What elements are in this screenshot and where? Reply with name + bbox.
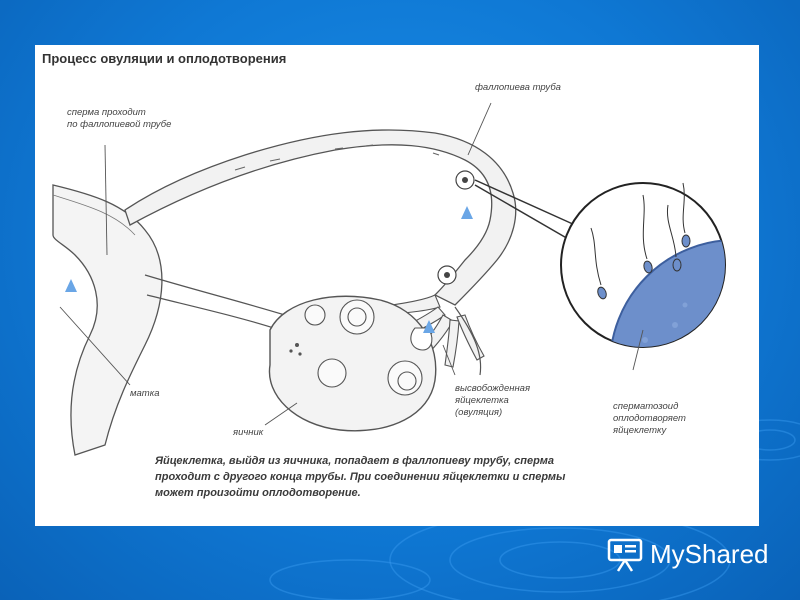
label-released-egg-line3: (овуляция) xyxy=(455,407,503,418)
ovary-shape xyxy=(268,295,437,432)
label-uterus: матка xyxy=(130,388,160,399)
myshared-logo[interactable]: MyShared xyxy=(606,534,769,574)
label-sperm-passes-line1: сперма проходит xyxy=(67,107,146,118)
ovulation-diagram xyxy=(52,102,726,456)
label-sperm-fertilizes-line3: яйцеклетку xyxy=(613,425,667,436)
caption-line1: Яйцеклетка, выйдя из яичника, попадает в… xyxy=(155,455,554,467)
caption-line2: проходит с другого конца трубы. При соед… xyxy=(155,471,566,483)
brand-name: MyShared xyxy=(650,538,769,569)
egg-surface xyxy=(609,239,725,347)
diagram-title: Процесс овуляции и оплодотворения xyxy=(42,51,287,66)
caption-line3: может произойти оплодотворение. xyxy=(155,487,361,499)
sperm-cells xyxy=(590,182,691,300)
label-released-egg-line1: высвобожденная xyxy=(455,383,531,394)
label-sperm-fertilizes-line2: оплодотворяет xyxy=(613,413,686,424)
label-released-egg-line2: яйцеклетка xyxy=(455,395,509,406)
presentation-board-icon xyxy=(607,538,643,572)
diagram-caption: Яйцеклетка, выйдя из яичника, попадает в… xyxy=(155,453,625,501)
label-ovary: яичник xyxy=(233,427,264,438)
label-released-egg: высвобожденная яйцеклетка (овуляция) xyxy=(455,383,530,419)
fallopian-tube-shape xyxy=(124,129,517,306)
label-fallopian-tube: фаллопиева труба xyxy=(475,82,561,93)
uterus-shape xyxy=(52,184,163,456)
diagram-panel: Процесс овуляции и оплодотворения сперма… xyxy=(35,45,759,526)
label-sperm-fertilizes-line1: сперматозоид xyxy=(613,401,679,412)
egg-cells xyxy=(437,170,475,285)
label-sperm-passes-line2: по фаллопиевой трубе xyxy=(67,119,172,130)
label-sperm-passes: сперма проходит по фаллопиевой трубе xyxy=(67,107,171,131)
label-sperm-fertilizes: сперматозоид оплодотворяет яйцеклетку xyxy=(613,401,686,437)
